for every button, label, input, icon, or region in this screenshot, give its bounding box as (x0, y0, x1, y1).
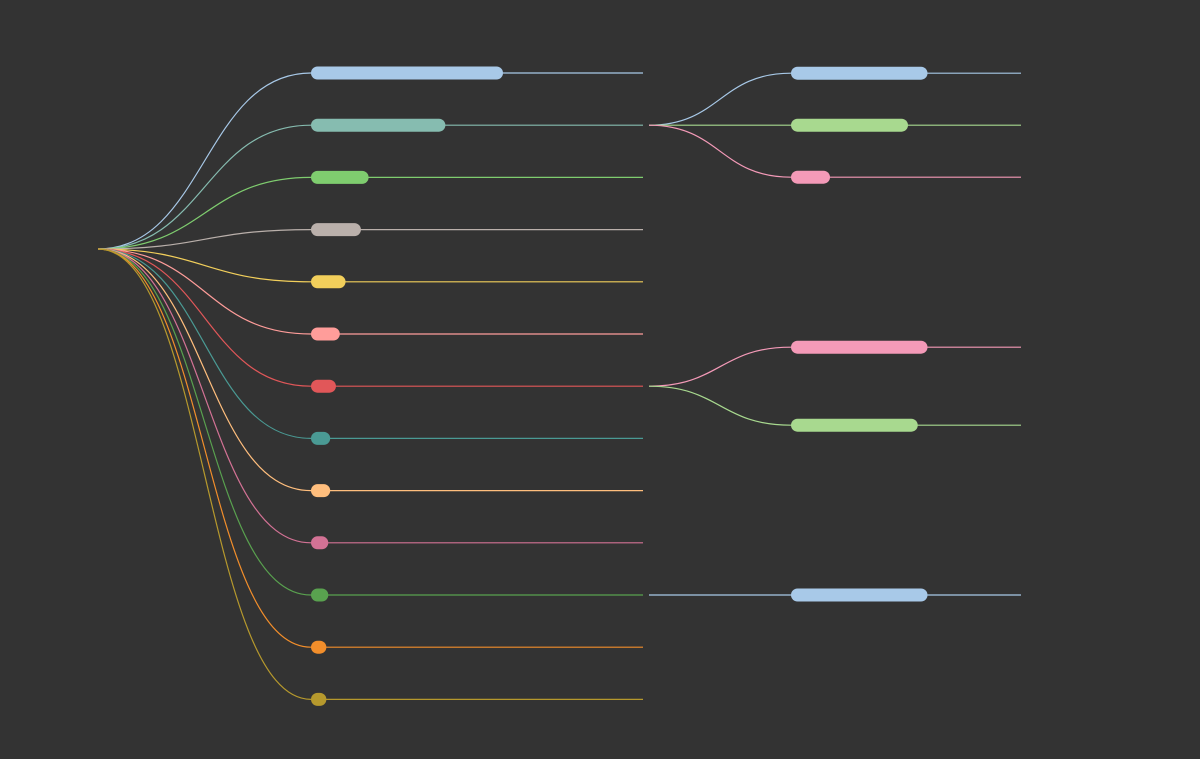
branch-link (97, 176, 312, 250)
tree-node[interactable] (311, 640, 327, 654)
tree-node[interactable] (311, 692, 327, 706)
tree-node[interactable] (311, 379, 336, 393)
branch-link (648, 385, 792, 426)
tree-node[interactable] (791, 118, 908, 132)
branch-link (97, 248, 312, 648)
branch-link (97, 248, 312, 596)
branch-link (97, 248, 312, 335)
tree-node[interactable] (311, 484, 331, 498)
branch-link (97, 248, 312, 544)
tree-node[interactable] (311, 431, 331, 445)
branch-link (648, 72, 792, 126)
tree-node[interactable] (311, 66, 503, 80)
branch-link (97, 248, 312, 283)
branch-link (648, 346, 792, 387)
branch-link (97, 248, 312, 492)
tree-node[interactable] (791, 66, 928, 80)
tree-node[interactable] (311, 170, 369, 184)
branch-link (648, 124, 792, 178)
branch-link (97, 248, 312, 700)
branch-link (97, 72, 312, 250)
tree-node[interactable] (791, 588, 928, 602)
branch-link (97, 248, 312, 387)
branch-link (97, 229, 312, 250)
tree-node[interactable] (311, 588, 329, 602)
tree-node[interactable] (791, 418, 918, 432)
tree-node[interactable] (311, 118, 446, 132)
branch-link (97, 124, 312, 250)
tree-node[interactable] (311, 223, 361, 237)
tree-node[interactable] (311, 536, 329, 550)
branch-link (97, 248, 312, 439)
tree-node[interactable] (311, 275, 346, 289)
tree-node[interactable] (791, 170, 830, 184)
tree-node[interactable] (311, 327, 340, 341)
tree-node[interactable] (791, 340, 928, 354)
